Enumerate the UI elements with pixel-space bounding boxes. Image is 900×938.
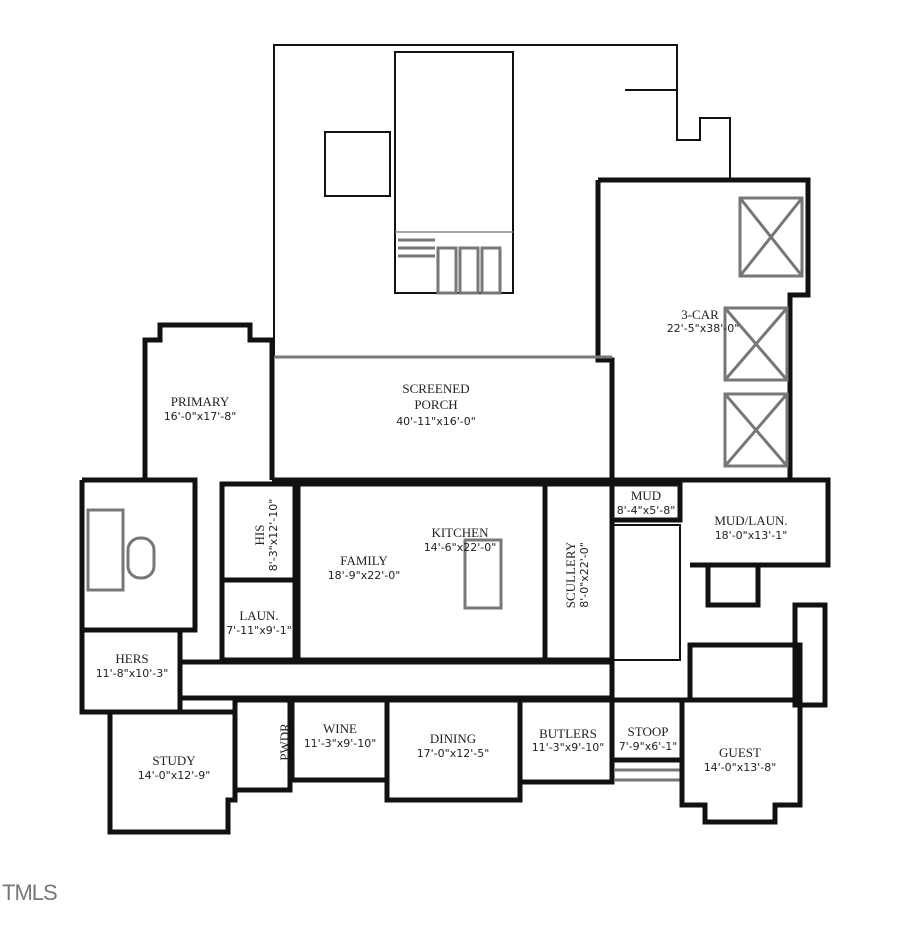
room-dims-wine: 11'-3"x9'-10" [304, 737, 377, 750]
room-name-primary: PRIMARY [171, 394, 230, 409]
walls [79, 322, 831, 835]
room-name-study: STUDY [152, 753, 196, 768]
room-name-butlers: BUTLERS [539, 726, 597, 741]
room-dims-mud-laun: 18'-0"x13'-1" [715, 529, 788, 542]
room-name-screened-porch-2: PORCH [414, 397, 457, 412]
room-dims-mud: 8'-4"x5'-8" [617, 504, 676, 517]
room-name-pwdr: PWDR [277, 723, 292, 761]
room-dims-his: 8'-3"x12'-10" [267, 499, 280, 572]
room-name-scullery: SCULLERY [563, 541, 578, 608]
watermark: TMLS [2, 880, 58, 905]
room-dims-primary: 16'-0"x17'-8" [164, 410, 237, 423]
room-name-3-car: 3-CAR [681, 307, 719, 322]
room-dims-kitchen: 14'-6"x22'-0" [424, 541, 497, 554]
room-name-kitchen: KITCHEN [431, 525, 489, 540]
room-dims-3-car: 22'-5"x38'-0" [667, 322, 740, 335]
room-name-wine: WINE [323, 721, 357, 736]
room-name-family: FAMILY [340, 553, 388, 568]
room-dims-dining: 17'-0"x12'-5" [417, 747, 490, 760]
room-dims-study: 14'-0"x12'-9" [138, 769, 211, 782]
room-dims-family: 18'-9"x22'-0" [328, 569, 401, 582]
room-name-mud-laun: MUD/LAUN. [714, 513, 787, 528]
room-dims-hers: 11'-8"x10'-3" [96, 667, 169, 680]
room-name-dining: DINING [430, 731, 476, 746]
room-name-his: HIS [252, 525, 267, 546]
room-dims-laun: 7'-11"x9'-1" [226, 624, 292, 637]
room-name-laun: LAUN. [239, 608, 278, 623]
room-dims-scullery: 8'-0"x22'-0" [578, 542, 591, 608]
room-dims-guest: 14'-0"x13'-8" [704, 761, 777, 774]
room-dims-screened-porch: 40'-11"x16'-0" [396, 415, 476, 428]
room-name-screened-porch-1: SCREENED [402, 381, 469, 396]
room-dims-butlers: 11'-3"x9'-10" [532, 741, 605, 754]
room-name-hers: HERS [115, 651, 148, 666]
room-name-mud: MUD [631, 488, 661, 503]
room-dims-stoop: 7'-9"x6'-1" [619, 740, 678, 753]
rear-terrace [273, 44, 731, 357]
spa [324, 131, 391, 197]
room-name-guest: GUEST [719, 745, 761, 760]
room-name-stoop: STOOP [628, 724, 669, 739]
